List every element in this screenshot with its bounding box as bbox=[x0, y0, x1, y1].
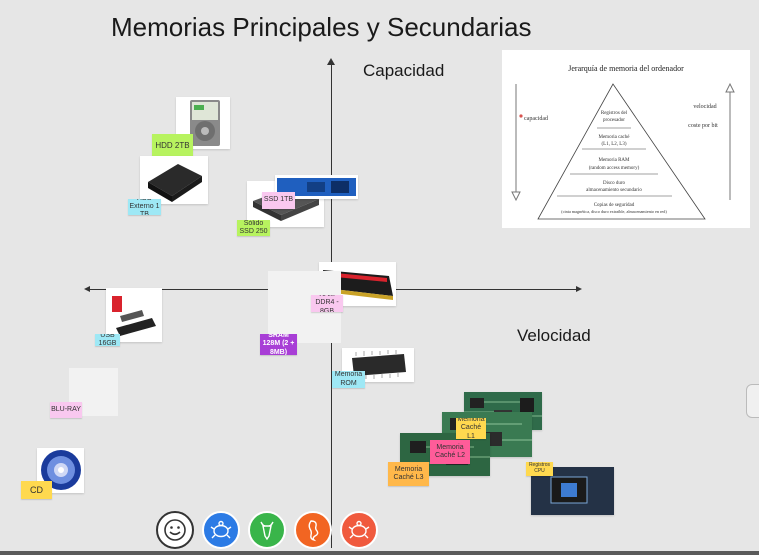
pyramid-level-2-line-1: Memoria caché bbox=[599, 135, 631, 140]
turtle-icon bbox=[348, 520, 370, 539]
sticky-note-ssd[interactable]: SSD 1TB bbox=[262, 192, 295, 209]
pyramid-right-label-1: velocidad bbox=[693, 104, 716, 110]
m2-ssd-icon bbox=[277, 178, 356, 196]
sticky-note-hdd[interactable]: HDD 2TB bbox=[152, 134, 193, 158]
pyramid-level-2-line-2: (L1, L2, L3) bbox=[602, 142, 627, 147]
cd-disc-icon bbox=[41, 450, 81, 490]
smiley-avatar[interactable] bbox=[156, 511, 194, 549]
smiley-icon bbox=[164, 519, 186, 541]
sticky-note-rom[interactable]: Memoria ROM bbox=[332, 371, 365, 388]
goat-icon bbox=[260, 521, 274, 541]
external-drive-icon bbox=[148, 164, 202, 202]
pyramid-title: Jerarquía de memoria del ordenador bbox=[568, 64, 684, 73]
sticky-note-blu-ray[interactable]: BLU-RAY bbox=[50, 402, 82, 418]
board-title: Memorias Principales y Secundarias bbox=[111, 12, 532, 42]
hard-drive-icon bbox=[190, 100, 220, 146]
pyramid-level-3-line-2: (random access memory) bbox=[589, 166, 640, 171]
turtle-avatar[interactable] bbox=[202, 511, 240, 549]
pyramid-level-5-line-2: (cinta magnética, disco duro extraíble, … bbox=[561, 209, 667, 215]
x-axis-label: Velocidad bbox=[517, 326, 591, 345]
seahorse-avatar[interactable] bbox=[294, 511, 332, 549]
external-hdd-image[interactable] bbox=[140, 156, 208, 204]
pyramid-level-1-line-1: Registros del bbox=[601, 111, 628, 116]
seahorse-icon bbox=[308, 520, 319, 542]
sticky-note-hdd-externo[interactable]: HDD Externo 1 TB bbox=[128, 199, 161, 215]
side-panel-toggle[interactable] bbox=[746, 384, 759, 418]
sticky-note-ram[interactable]: RAM DDR4 - 8GB bbox=[311, 295, 343, 312]
sticky-note-sram[interactable]: SRAM 128M (2 + 8MB) bbox=[260, 334, 297, 355]
bottom-bar bbox=[0, 551, 759, 555]
rom-chip-image[interactable] bbox=[342, 348, 414, 382]
axis-arrow-left-icon bbox=[84, 286, 90, 292]
pyramid-right-label-2: coste por bit bbox=[688, 123, 718, 129]
pyramid-level-1-line-2: procesador bbox=[603, 118, 625, 123]
sticky-note-ssd-sata[interactable]: Disco Sólido SSD 250 GB bbox=[237, 220, 270, 236]
sticky-note-usb[interactable]: USB 16GB bbox=[95, 334, 120, 346]
axis-arrow-up-icon bbox=[327, 58, 335, 65]
pyramid-left-label: capacidad bbox=[524, 116, 548, 122]
memory-pyramid-diagram: Jerarquía de memoria del ordenador capac… bbox=[511, 64, 735, 220]
sticky-note-cache-l3[interactable]: Memoria Caché L3 bbox=[388, 462, 429, 486]
memory-hierarchy-image[interactable]: Jerarquía de memoria del ordenador capac… bbox=[502, 50, 750, 228]
pyramid-level-4-line-2: almacenamiento secundario bbox=[586, 188, 642, 193]
hdd-image[interactable] bbox=[176, 97, 230, 149]
usb-image[interactable] bbox=[106, 288, 162, 342]
turtle-red-avatar[interactable] bbox=[340, 511, 378, 549]
sticky-note-cache-l2[interactable]: Memoria Caché L2 bbox=[430, 440, 470, 464]
y-axis-label: Capacidad bbox=[363, 61, 445, 80]
pyramid-level-3-line-1: Memoria RAM bbox=[599, 158, 631, 163]
turtle-icon bbox=[210, 520, 232, 539]
sticky-note-cache-l1[interactable]: Memoria Caché L1 bbox=[456, 418, 486, 439]
usb-drive-icon bbox=[112, 296, 156, 336]
axis-arrow-right-icon bbox=[576, 286, 582, 292]
chip-icon bbox=[352, 350, 406, 380]
goat-avatar[interactable] bbox=[248, 511, 286, 549]
sticky-note-cd[interactable]: CD bbox=[21, 481, 52, 499]
pyramid-level-5-line-1: Copias de seguridad bbox=[594, 203, 635, 208]
pyramid-level-4-line-1: Disco duro bbox=[603, 181, 626, 186]
sticky-note-registros[interactable]: Registros CPU bbox=[526, 462, 553, 476]
